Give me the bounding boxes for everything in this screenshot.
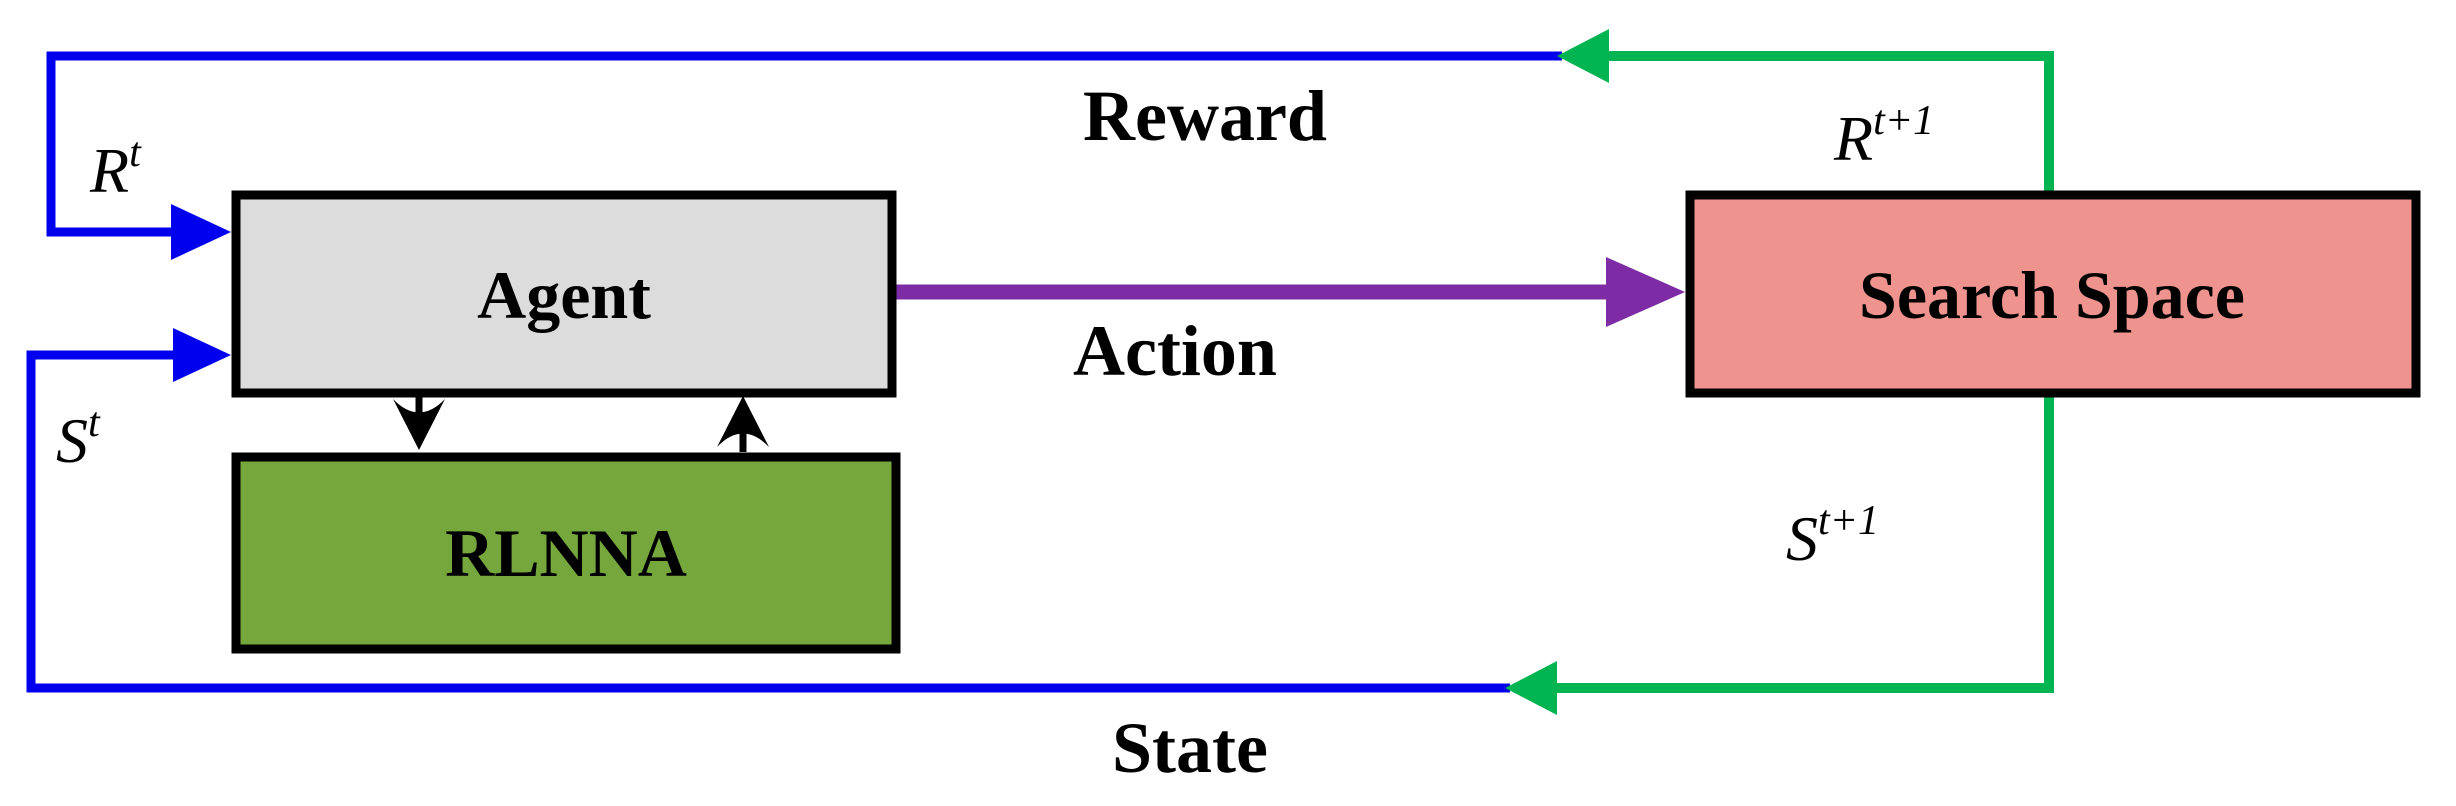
state-label: State [1112,708,1268,788]
state-t-plus-1-label: St+1 [1786,498,1879,574]
state-green-arrowhead [1505,661,1557,715]
reward-t-plus-1-base: R [1833,103,1873,174]
reward-edge-green-line [1604,51,2054,192]
rlnna-to-agent-arrowhead [717,396,769,447]
reward-t-plus-1-label: Rt+1 [1833,98,1934,174]
search-space-label: Search Space [1859,257,2245,333]
state-edge-green-line [1552,395,2054,693]
reward-green-arrowhead [1557,29,1609,83]
action-arrowhead [1606,257,1685,327]
reward-t-label: Rt [89,130,142,206]
agent-label: Agent [477,257,651,333]
state-t-plus-1-sup: t+1 [1818,498,1879,544]
reward-t-base: R [89,135,129,206]
state-t-plus-1-base: S [1786,503,1818,574]
rlnna-label: RLNNA [445,515,687,591]
state-t-sup: t [88,400,101,446]
agent-node-fill [231,190,897,398]
reward-arrowhead-into-agent [171,204,231,260]
state-t-base: S [56,405,88,476]
agent-to-rlnna-arrowhead [393,399,445,450]
reward-t-plus-1-sup: t+1 [1873,98,1934,144]
action-label: Action [1073,311,1277,391]
state-arrowhead-into-agent [173,328,231,382]
state-edge-blue-line [26,350,1510,693]
reward-t-sup: t [129,130,142,176]
rlnna-node-fill [231,452,901,654]
state-t-label: St [56,400,101,476]
reward-label: Reward [1083,76,1327,156]
reward-edge-blue-line [46,51,1562,237]
search-space-node-fill [1685,190,2421,398]
